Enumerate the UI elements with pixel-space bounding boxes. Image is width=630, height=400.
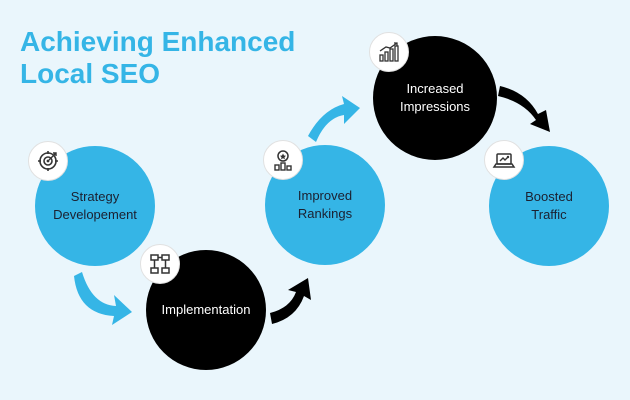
step-traffic-line-1: Boosted	[525, 189, 573, 204]
step-rankings-line-2: Rankings	[297, 206, 353, 221]
step-strategy-line-1: Strategy	[70, 189, 120, 204]
arrow-rankings-to-impressions	[308, 96, 360, 142]
step-traffic-line-2: Traffic	[531, 207, 567, 222]
arrow-strategy-to-implementation	[74, 272, 132, 325]
step-strategy-line-2: Developement	[53, 207, 137, 222]
award-ranking-icon	[263, 140, 303, 180]
page-title: Achieving Enhanced Local SEO	[20, 26, 295, 90]
step-impressions-line-2: Impressions	[399, 99, 471, 114]
step-implementation-line-1: Implementation	[161, 302, 251, 317]
growth-chart-icon	[369, 32, 409, 72]
arrow-implementation-to-rankings	[270, 278, 311, 324]
step-boosted-traffic: Boosted Traffic	[489, 146, 609, 266]
title-line-2: Local SEO	[20, 58, 161, 89]
flowchart-icon	[140, 244, 180, 284]
laptop-traffic-icon	[484, 140, 524, 180]
step-impressions-line-1: Increased	[406, 81, 464, 96]
arrow-impressions-to-traffic	[498, 86, 550, 132]
step-improved-rankings: Improved Rankings	[265, 145, 385, 265]
title-line-1: Achieving Enhanced	[20, 26, 296, 57]
step-rankings-line-1: Improved	[297, 188, 353, 203]
target-gear-icon	[28, 141, 68, 181]
